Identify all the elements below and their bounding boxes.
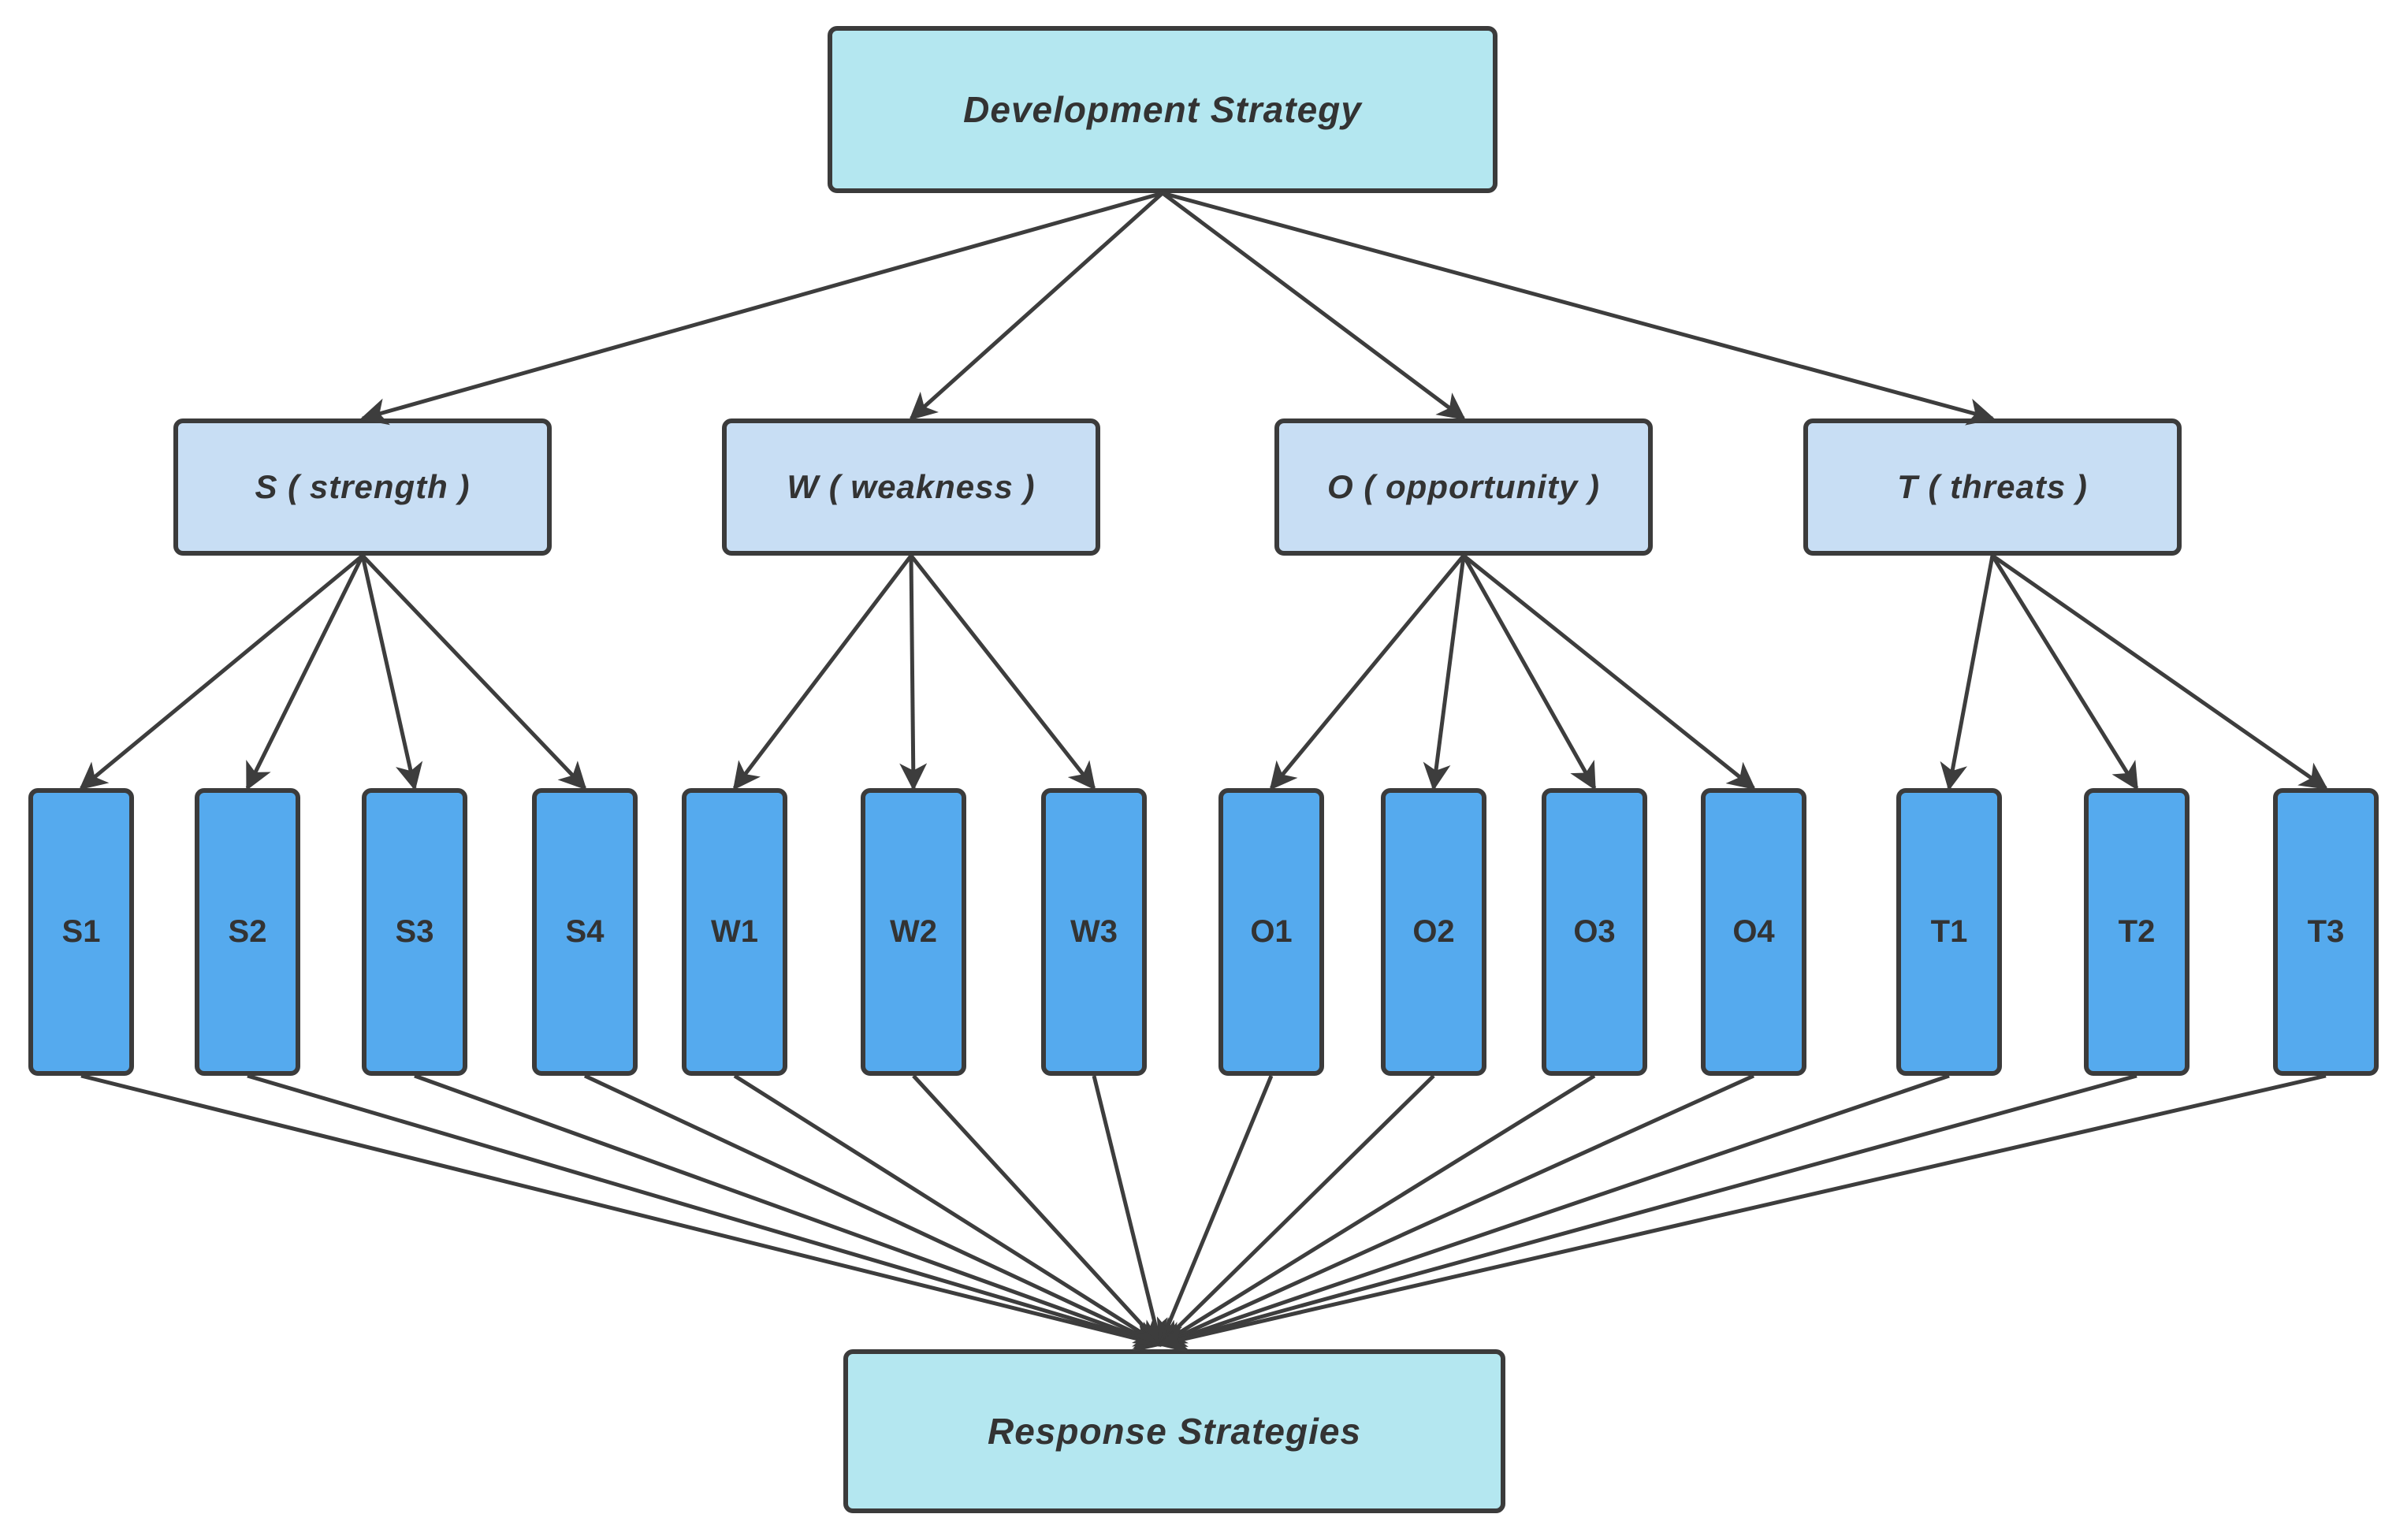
node-W: W ( weakness ) [722,418,1100,556]
node-O3: O3 [1542,788,1647,1076]
node-label-S3: S3 [395,914,434,949]
node-label-O3: O3 [1573,914,1616,949]
node-label-W2: W2 [890,914,937,949]
node-label-S: S ( strength ) [255,468,471,505]
edge-root-O [1161,191,1466,421]
edge-W2-sink [912,1074,1163,1347]
node-label-S1: S1 [61,914,101,949]
node-O4: O4 [1701,788,1806,1076]
edge-W-W1 [732,554,913,790]
edge-root-S [359,191,1163,426]
edge-T2-sink [1157,1073,2137,1352]
node-S1: S1 [28,788,134,1076]
node-label-W: W ( weakness ) [787,468,1036,505]
edge-O2-sink [1158,1074,1435,1347]
node-development-strategy: Development Strategy [828,26,1498,193]
edge-S2-sink [247,1073,1163,1351]
edge-O-O1 [1269,554,1465,790]
edge-O-O3 [1461,554,1597,791]
node-T1: T1 [1896,788,2002,1076]
node-label-S2: S2 [228,914,267,949]
node-T2: T2 [2084,788,2190,1076]
edge-T-T2 [1990,554,2139,790]
edge-O-O4 [1462,554,1756,790]
node-S4: S4 [532,788,638,1076]
node-label-O: O ( opportunity ) [1327,468,1600,505]
edge-S3-sink [414,1073,1163,1349]
node-label-T2: T2 [2118,914,2156,949]
edge-W-W3 [910,554,1096,790]
node-label-S4: S4 [565,914,605,949]
edge-T3-sink [1157,1073,2327,1352]
node-O1: O1 [1218,788,1324,1076]
node-S: S ( strength ) [173,418,552,556]
node-O: O ( opportunity ) [1274,418,1653,556]
node-label-response-strategies: Response Strategies [987,1411,1362,1452]
node-W1: W1 [682,788,787,1076]
node-S2: S2 [195,788,300,1076]
edge-S-S4 [361,554,587,790]
node-W3: W3 [1041,788,1147,1076]
node-label-T1: T1 [1930,914,1968,949]
edge-T1-sink [1157,1073,1950,1350]
edge-S-S1 [79,554,364,790]
node-label-development-strategy: Development Strategy [963,89,1362,130]
edge-root-T [1162,191,1996,426]
edge-root-W [909,192,1164,421]
node-label-T3: T3 [2307,914,2345,949]
node-label-O4: O4 [1732,914,1775,949]
node-label-W3: W3 [1070,914,1118,949]
edge-T-T3 [1991,553,2328,790]
edge-S-S2 [245,554,365,791]
edge-T-T1 [1940,555,1995,791]
edge-O3-sink [1158,1073,1596,1347]
edge-W-W2 [899,555,928,791]
edge-O1-sink [1156,1075,1274,1348]
edge-O-O2 [1423,555,1466,791]
edge-W1-sink [733,1073,1163,1347]
node-O2: O2 [1381,788,1486,1076]
node-response-strategies: Response Strategies [843,1349,1505,1513]
edge-S1-sink [80,1073,1163,1352]
edge-S-S3 [360,555,423,791]
edge-W3-sink [1092,1075,1168,1348]
node-S3: S3 [362,788,467,1076]
node-label-W1: W1 [711,914,758,949]
edge-S4-sink [583,1073,1163,1347]
edge-O4-sink [1157,1073,1755,1347]
node-W2: W2 [861,788,966,1076]
node-label-T: T ( threats ) [1897,468,2088,505]
node-T: T ( threats ) [1803,418,2182,556]
node-label-O1: O1 [1250,914,1293,949]
node-T3: T3 [2273,788,2379,1076]
node-label-O2: O2 [1412,914,1455,949]
